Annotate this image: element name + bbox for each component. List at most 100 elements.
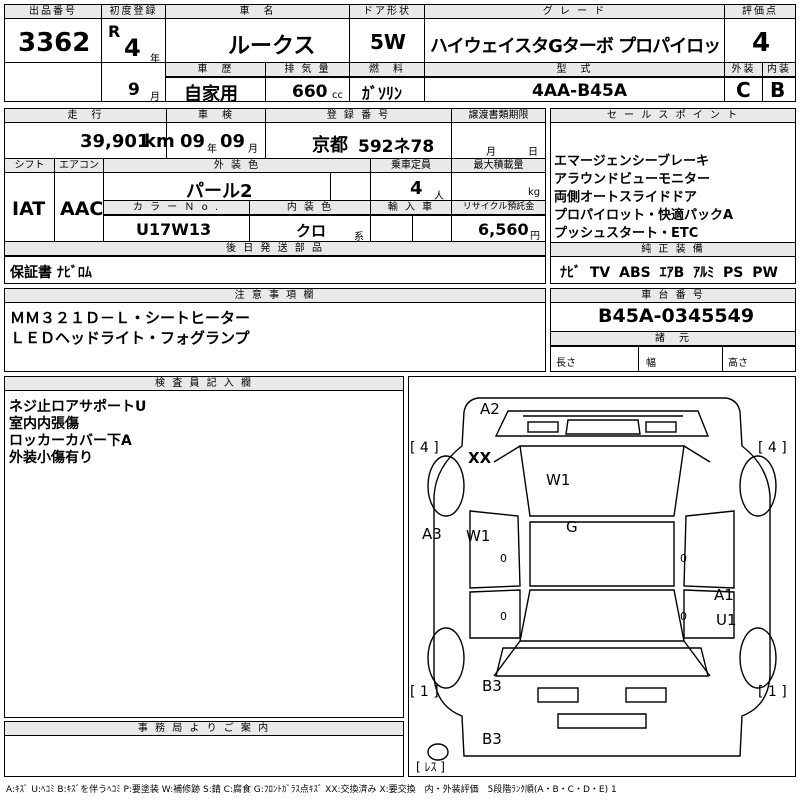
tire-front-left: [ 4 ] bbox=[410, 440, 439, 456]
top-info-block bbox=[4, 4, 796, 102]
shift: IAT bbox=[12, 198, 46, 220]
inspector-line-2: 室内内張傷 bbox=[9, 416, 79, 432]
mileage-label: 走 行 bbox=[5, 109, 166, 123]
inspection-year: 09 bbox=[180, 131, 206, 152]
capacity: 4 bbox=[410, 178, 423, 199]
int-grade-label: 内装 bbox=[763, 63, 795, 77]
model: 4AA-B45A bbox=[532, 81, 627, 101]
inspection-year-unit: 年 bbox=[207, 144, 217, 155]
load-unit: kg bbox=[528, 187, 541, 198]
equipment-label: 純 正 装 備 bbox=[551, 243, 795, 257]
sales-line-4: プロパイロット・快適パックA bbox=[554, 208, 734, 223]
inspection-month-unit: 月 bbox=[248, 144, 258, 155]
era: R bbox=[108, 22, 121, 41]
car-name: ルークス bbox=[228, 34, 316, 59]
load-label: 最大積載量 bbox=[452, 159, 545, 173]
zero-mark-left-rear: 0 bbox=[500, 610, 507, 623]
ac: AAC bbox=[60, 198, 104, 220]
history: 自家用 bbox=[184, 84, 238, 105]
model-label: 型 式 bbox=[425, 63, 724, 77]
month-unit: 月 bbox=[150, 92, 160, 103]
grade-label: グ レ ー ド bbox=[425, 5, 724, 19]
mark-w1-left: W1 bbox=[466, 527, 491, 545]
ac-label: エアコン bbox=[55, 159, 103, 173]
color: パール2 bbox=[186, 181, 253, 202]
yen-unit: 円 bbox=[530, 231, 540, 242]
car-name-label: 車 名 bbox=[166, 5, 349, 19]
interior-unit: 系 bbox=[354, 232, 364, 243]
sales-point-block bbox=[550, 108, 796, 284]
sales-line-5: プッシュスタート・ETC bbox=[554, 226, 699, 241]
equip-pw: PW bbox=[752, 265, 778, 281]
car-diagram-block bbox=[408, 376, 796, 777]
cc-unit: cc bbox=[332, 90, 343, 101]
office-label: 事 務 局 よ り ご 案 内 bbox=[5, 722, 403, 736]
inspector-line-3: ロッカーカバー下A bbox=[9, 433, 132, 449]
equip-abs: ABS bbox=[619, 265, 651, 281]
reg-number-label: 登 録 番 号 bbox=[266, 109, 451, 123]
car-diagram bbox=[427, 397, 777, 761]
chassis-number: B45A-0345549 bbox=[598, 305, 755, 327]
mark-a2: A2 bbox=[480, 400, 500, 418]
inspector-block bbox=[4, 376, 404, 718]
recycle-label: リサイクル預託金 bbox=[452, 201, 545, 215]
mark-g: G bbox=[566, 518, 578, 536]
later-items: 保証書 ﾅﾋﾞﾛﾑ bbox=[10, 265, 92, 281]
color-label: 外 装 色 bbox=[104, 159, 370, 173]
office-block bbox=[4, 721, 404, 777]
mark-a1: A1 bbox=[714, 586, 734, 604]
transfer-day: 日 bbox=[528, 147, 538, 158]
mark-a3: A3 bbox=[422, 525, 442, 543]
sales-line-3: 両側オートスライドドア bbox=[554, 190, 698, 205]
equip-alloy: ｱﾙﾐ bbox=[693, 265, 715, 281]
spec-label: 諸 元 bbox=[551, 332, 795, 346]
inspector-label: 検 査 員 記 入 欄 bbox=[5, 377, 403, 391]
notes-block bbox=[4, 288, 546, 372]
inspector-line-4: 外装小傷有り bbox=[9, 450, 93, 466]
sales-line-1: エマージェンシーブレーキ bbox=[554, 154, 709, 169]
equip-airbag: ｴｱB bbox=[659, 265, 685, 281]
detail-block bbox=[4, 108, 546, 284]
tire-rear-left: [ 1 ] bbox=[410, 684, 439, 700]
reg-month: 9 bbox=[128, 80, 140, 100]
zero-mark-right-front: 0 bbox=[680, 552, 687, 565]
spare-tire: [ ﾚｽ ] bbox=[416, 760, 445, 774]
capacity-unit: 人 bbox=[434, 191, 444, 202]
mark-b3-bottom: B3 bbox=[482, 730, 502, 748]
capacity-label: 乗車定員 bbox=[371, 159, 451, 173]
year-unit: 年 bbox=[150, 54, 160, 65]
import-label: 輸 入 車 bbox=[371, 201, 451, 215]
door-label: ドア形状 bbox=[350, 5, 424, 19]
spec-height: 高さ bbox=[728, 358, 748, 369]
equip-tv: TV bbox=[589, 265, 611, 281]
equip-ps: PS bbox=[723, 265, 744, 281]
chassis-block bbox=[550, 288, 796, 372]
sales-point-label: セ ー ル ス ポ イ ン ト bbox=[551, 109, 795, 123]
legend-footer: A:ｷｽﾞ U:ﾍｺﾐ B:ｷｽﾞを伴うﾍｺﾐ P:要塗装 W:補修跡 S:錆 … bbox=[6, 785, 617, 795]
reg-year: 4 bbox=[124, 34, 141, 62]
chassis-label: 車 台 番 号 bbox=[551, 289, 795, 303]
mark-w1-top: W1 bbox=[546, 471, 571, 489]
ext-grade: C bbox=[736, 78, 751, 102]
reg-place: 京都 bbox=[312, 135, 348, 156]
spec-width: 幅 bbox=[646, 358, 656, 369]
km-unit: km bbox=[144, 131, 175, 152]
sales-line-2: アラウンドビューモニター bbox=[554, 172, 711, 187]
lot-number: 3362 bbox=[18, 28, 91, 58]
notes-line-2: ＬＥＤヘッドライト・フォグランプ bbox=[10, 329, 250, 347]
later-items-label: 後 日 発 送 部 品 bbox=[5, 242, 545, 256]
displacement-label: 排 気 量 bbox=[266, 63, 349, 77]
door-type: 5W bbox=[370, 30, 406, 54]
transfer-label: 譲渡書類期限 bbox=[452, 109, 545, 123]
ext-grade-label: 外装 bbox=[725, 63, 762, 77]
mark-xx: XX bbox=[468, 449, 492, 467]
notes-label: 注 意 事 項 欄 bbox=[5, 289, 545, 303]
transfer-month: 月 bbox=[486, 147, 496, 158]
color-no-label: カ ラ ー Ｎ o . bbox=[104, 201, 249, 215]
inspection-month: 09 bbox=[220, 131, 246, 152]
zero-mark-right-rear: 0 bbox=[680, 610, 687, 623]
mileage: 39,901 bbox=[80, 131, 150, 152]
color-no: U17W13 bbox=[136, 220, 212, 239]
spec-length: 長さ bbox=[556, 358, 576, 369]
equip-navi: ﾅﾋﾞ bbox=[560, 265, 581, 281]
